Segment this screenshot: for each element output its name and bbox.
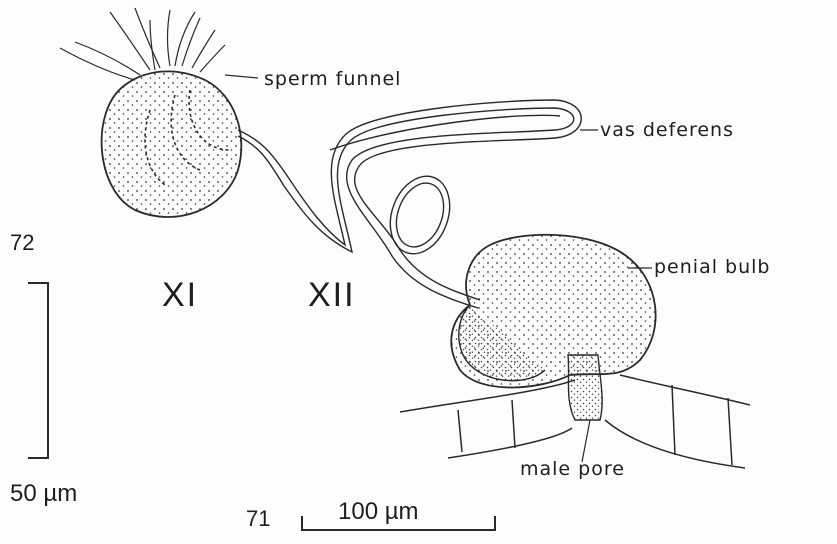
- scale-label-100: 100 µm: [338, 500, 419, 524]
- sperm-funnel-body: [102, 71, 242, 217]
- label-male-pore: male pore: [520, 460, 625, 479]
- funnel-cilia: [60, 8, 225, 80]
- label-vas-deferens: vas deferens: [600, 121, 734, 140]
- male-pore-leader: [582, 420, 590, 462]
- scale-label-50: 50 µm: [10, 482, 77, 506]
- male-pore-duct: [568, 355, 602, 420]
- label-segment-xi: XI: [162, 278, 198, 312]
- figure-number-71: 71: [246, 508, 270, 530]
- label-penial-bulb: penial bulb: [654, 258, 770, 277]
- sperm-funnel-leader: [225, 75, 258, 78]
- label-sperm-funnel: sperm funnel: [264, 70, 401, 89]
- scale-bar-50: [28, 283, 48, 458]
- figure-number-72: 72: [10, 232, 34, 254]
- label-segment-xii: XII: [308, 278, 356, 312]
